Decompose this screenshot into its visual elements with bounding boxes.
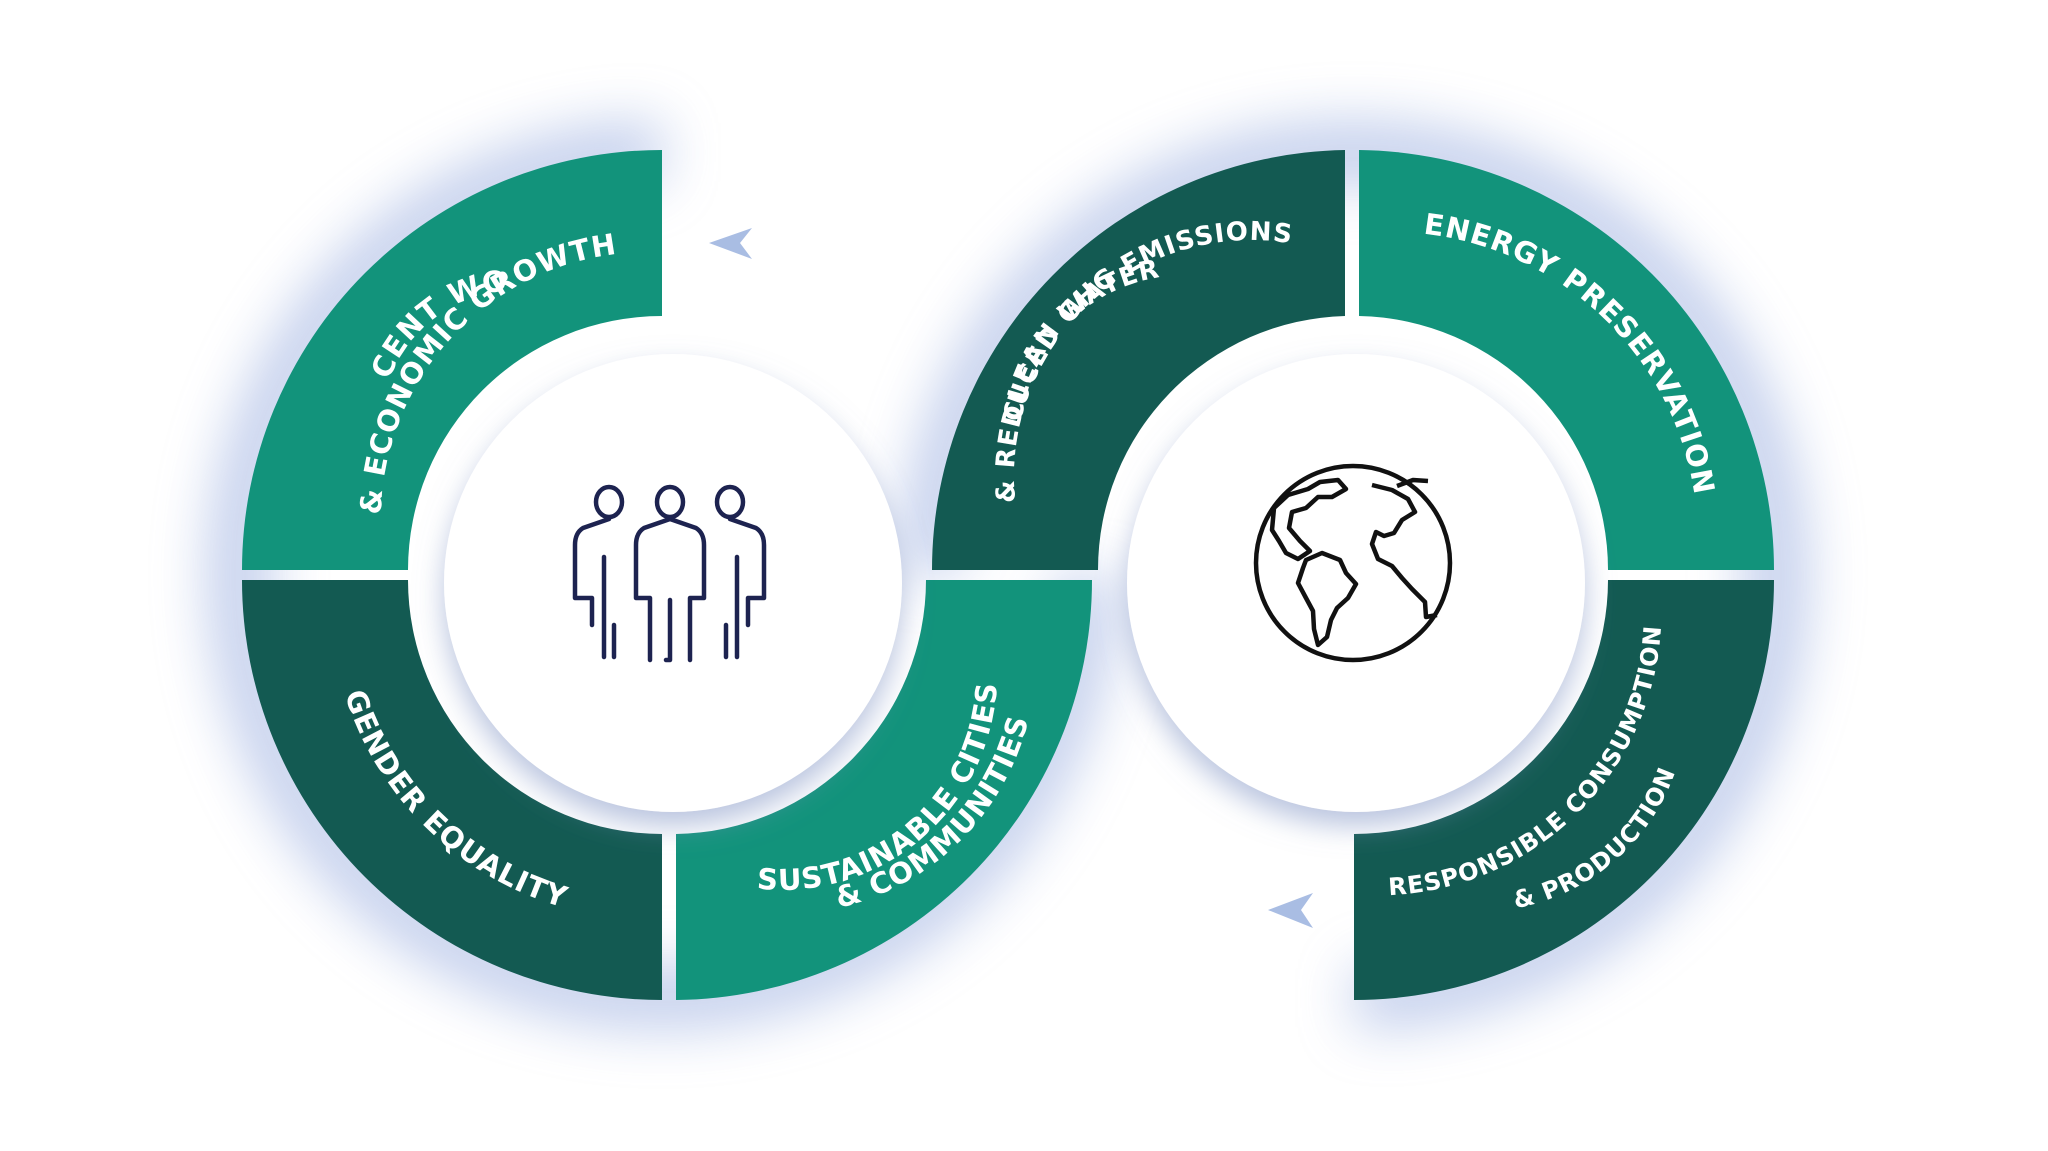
segment-decent-work bbox=[242, 150, 662, 570]
segment-clean-water bbox=[932, 150, 1345, 570]
segment-energy-preservation bbox=[1359, 150, 1774, 570]
right-ring bbox=[932, 150, 1774, 1000]
segment-gender-equality bbox=[242, 580, 662, 1000]
segment-responsible-consumption bbox=[1354, 580, 1774, 1000]
chevron-left-icon bbox=[709, 228, 752, 259]
left-center-circle bbox=[444, 354, 902, 812]
segment-sustainable-cities bbox=[676, 580, 1092, 1000]
people-icon bbox=[572, 484, 767, 663]
chevron-left-icon bbox=[1268, 893, 1313, 928]
globe-icon bbox=[1253, 463, 1453, 663]
left-ring bbox=[242, 150, 1092, 1000]
